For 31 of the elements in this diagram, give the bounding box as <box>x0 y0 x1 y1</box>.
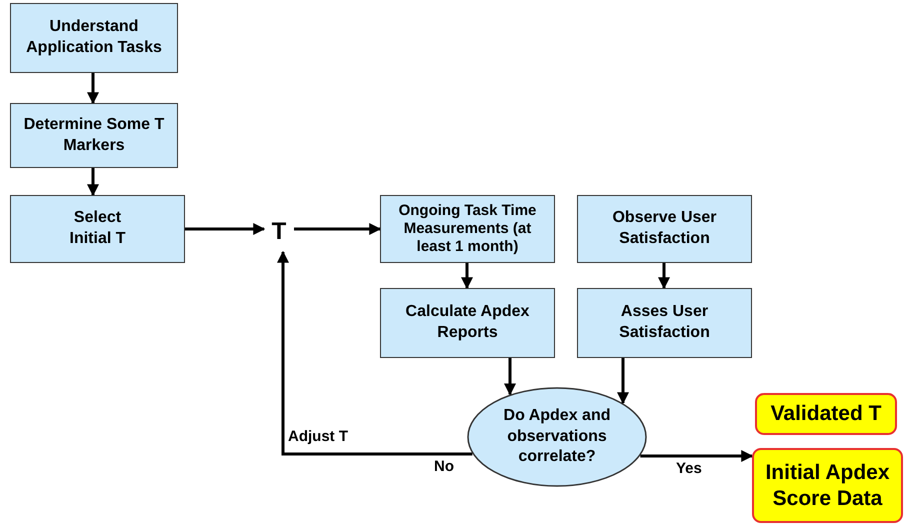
process-box <box>577 288 752 358</box>
box-text: Asses User Satisfaction <box>618 302 711 343</box>
process-box <box>380 288 555 358</box>
process-box <box>10 103 178 168</box>
box-text: Select Initial T <box>68 208 126 249</box>
arrow <box>294 223 382 235</box>
box-text: Observe User Satisfaction <box>611 208 718 249</box>
branch-label: Adjust T <box>287 428 349 445</box>
result-text: Validated T <box>770 401 882 427</box>
result-box <box>752 448 903 523</box>
arrow <box>504 358 516 396</box>
result-box <box>755 393 897 435</box>
node-label: T <box>272 218 286 246</box>
process-box <box>10 3 178 73</box>
arrow <box>87 168 99 196</box>
arrow <box>658 263 670 290</box>
arrow <box>461 263 473 290</box>
process-box <box>577 195 752 263</box>
result-text: Initial Apdex Score Data <box>764 460 891 511</box>
box-text: Ongoing Task Time Measurements (at least 1 month) <box>398 202 538 256</box>
process-box <box>10 195 185 263</box>
decision-text: Do Apdex and observations correlate? <box>502 406 612 468</box>
arrow <box>277 250 472 456</box>
arrow <box>617 358 629 404</box>
box-text: Determine Some T Markers <box>23 114 165 156</box>
arrow <box>640 450 754 462</box>
process-box <box>380 195 555 263</box>
box-text: Understand Application Tasks <box>25 17 163 58</box>
arrow <box>87 73 99 104</box>
arrow <box>185 223 266 235</box>
box-text: Calculate Apdex Reports <box>404 302 530 343</box>
